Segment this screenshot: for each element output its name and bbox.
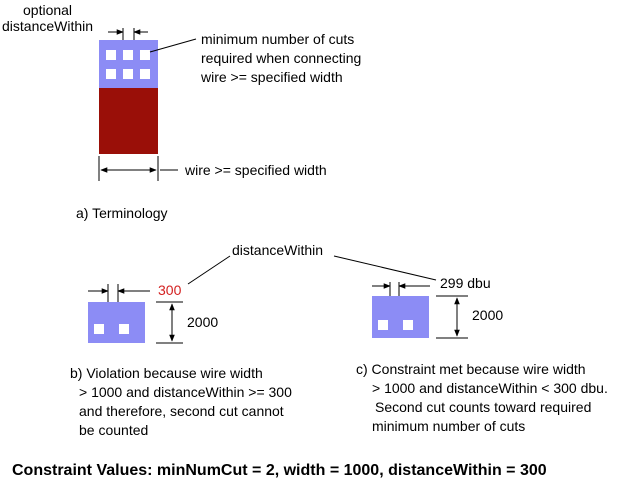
min-cuts-label-2: required when connecting <box>201 50 361 66</box>
case-c-caption-3: Second cut counts toward required <box>375 399 591 415</box>
case-b-panel: 300 2000 b) Violation because wire width… <box>70 282 292 438</box>
case-b-via <box>88 302 145 343</box>
distancewithin-shared-label: distanceWithin <box>232 242 323 258</box>
cut-square <box>106 50 116 60</box>
cut-square <box>140 50 150 60</box>
case-c-caption-2: > 1000 and distanceWithin < 300 dbu. <box>372 380 608 396</box>
case-c-panel: 299 dbu 2000 c) Constraint met because w… <box>356 275 608 434</box>
distancewithin-leader-b <box>187 255 231 285</box>
wire-body <box>99 88 158 154</box>
case-c-via <box>372 296 429 338</box>
cut-square <box>119 324 129 334</box>
case-c-distance-value: 299 dbu <box>440 275 491 291</box>
cut-square <box>123 50 133 60</box>
via-enclosure <box>99 40 158 88</box>
wire-width-label: wire >= specified width <box>184 162 327 178</box>
case-b-caption-4: be counted <box>79 422 148 438</box>
case-b-caption-3: and therefore, second cut cannot <box>79 403 284 419</box>
case-b-caption-2: > 1000 and distanceWithin >= 300 <box>79 384 292 400</box>
optional-label: optional <box>23 2 72 18</box>
case-b-distance-value: 300 <box>158 282 182 298</box>
cut-square <box>378 320 388 330</box>
cut-square <box>94 324 104 334</box>
cut-square <box>106 69 116 79</box>
cut-square <box>403 320 413 330</box>
case-c-height-value: 2000 <box>472 307 503 323</box>
optional-distancewithin-label: distanceWithin <box>2 18 93 34</box>
min-cuts-leader <box>149 38 197 53</box>
constraint-values-footer: Constraint Values: minNumCut = 2, width … <box>12 462 547 479</box>
terminology-caption: a) Terminology <box>76 205 168 221</box>
min-cuts-label-3: wire >= specified width <box>200 69 343 85</box>
cut-square <box>123 69 133 79</box>
cut-square <box>140 69 150 79</box>
distancewithin-leader-c <box>333 255 437 281</box>
case-b-height-value: 2000 <box>187 314 218 330</box>
case-b-caption-1: b) Violation because wire width <box>70 365 263 381</box>
case-c-caption-1: c) Constraint met because wire width <box>356 361 586 377</box>
case-c-caption-4: minimum number of cuts <box>372 418 525 434</box>
min-cuts-label-1: minimum number of cuts <box>201 31 354 47</box>
terminology-panel: optional distanceWithin minimum number o… <box>2 2 361 221</box>
cut-array <box>106 50 150 79</box>
